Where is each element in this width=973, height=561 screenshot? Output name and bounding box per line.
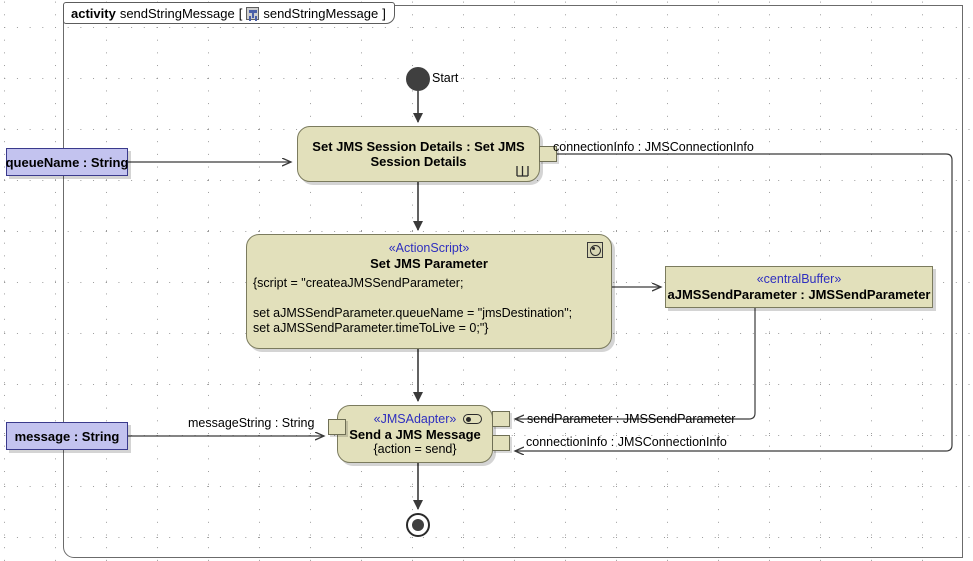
frame-bracket-close: ] <box>382 5 386 21</box>
central-buffer-ajmssendparameter[interactable]: «centralBuffer» aJMSSendParameter : JMSS… <box>665 266 933 308</box>
frame-bracket-open: [ <box>238 5 243 21</box>
pin-connectioninfo-in[interactable] <box>492 435 510 451</box>
pin-sendparameter-in[interactable] <box>492 411 510 427</box>
frame-name: sendStringMessage <box>119 5 235 21</box>
activity-diagram-icon <box>246 6 260 20</box>
pin-label-connectioninfo-out: connectionInfo : JMSConnectionInfo <box>553 140 754 154</box>
activity-parameter-queuename[interactable]: queueName : String <box>6 148 128 176</box>
activity-frame-header[interactable]: activity sendStringMessage [ sendStringM… <box>63 2 395 24</box>
action-body: {action = send} <box>373 441 457 456</box>
action-title: Set JMS Parameter <box>370 256 488 271</box>
frame-qualified-name: sendStringMessage <box>263 5 379 21</box>
buffer-stereotype: «centralBuffer» <box>756 272 842 286</box>
initial-node-icon[interactable] <box>406 67 430 91</box>
jms-adapter-icon[interactable] <box>463 414 482 424</box>
action-send-a-jms-message[interactable]: «JMSAdapter» Send a JMS Message {action … <box>337 405 493 463</box>
action-script-body: {script = "createaJMSSendParameter; set … <box>253 276 573 335</box>
wire-connectioninfo-route <box>515 153 953 451</box>
parameter-label: queueName : String <box>5 154 129 170</box>
action-stereotype: «ActionScript» <box>388 241 470 255</box>
action-set-jms-parameter[interactable]: «ActionScript» Set JMS Parameter {script… <box>246 234 612 349</box>
activity-frame <box>63 5 963 558</box>
action-title: Set JMS Session Details : Set JMS Sessio… <box>312 139 525 169</box>
action-title: Send a JMS Message <box>349 426 481 442</box>
pin-messagestring-in[interactable] <box>328 419 346 435</box>
frame-keyword: activity <box>71 5 116 21</box>
pin-label-sendparameter-in: sendParameter : JMSSendParameter <box>527 412 736 426</box>
action-stereotype: «JMSAdapter» <box>373 411 457 426</box>
pin-connectioninfo-out[interactable] <box>539 146 557 162</box>
rake-subactivity-icon <box>516 166 529 177</box>
action-script-icon[interactable] <box>587 242 603 258</box>
wire-buffer-to-sendparameter <box>515 308 756 419</box>
pin-label-connectioninfo-in: connectionInfo : JMSConnectionInfo <box>526 435 727 449</box>
pin-label-messagestring-in: messageString : String <box>188 416 315 430</box>
parameter-label: message : String <box>14 428 120 444</box>
buffer-title: aJMSSendParameter : JMSSendParameter <box>667 287 931 302</box>
action-set-jms-session-details[interactable]: Set JMS Session Details : Set JMS Sessio… <box>297 126 540 182</box>
activity-parameter-message[interactable]: message : String <box>6 422 128 450</box>
start-label: Start <box>432 71 459 85</box>
activity-final-node-icon[interactable] <box>406 513 430 537</box>
